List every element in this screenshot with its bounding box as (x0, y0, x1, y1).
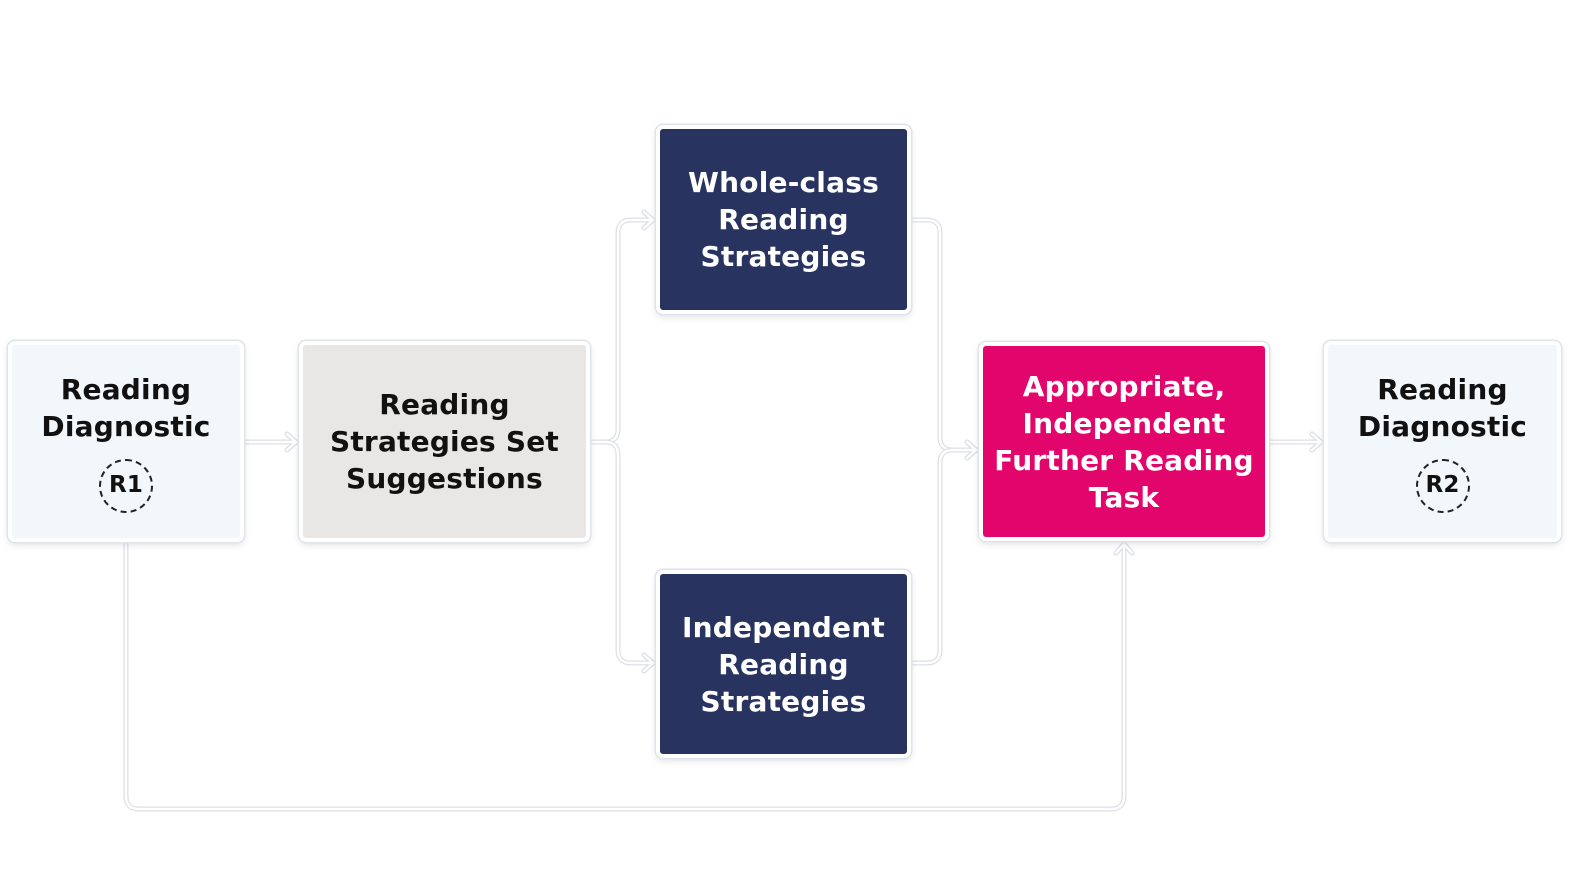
connector-whole-class-to-further-task (909, 218, 978, 452)
node-label: Reading Diagnostic (41, 372, 211, 443)
connector-suggestions-to-whole-class-outline (587, 217, 656, 445)
connector-independent-to-further-task (909, 448, 978, 665)
node-label: Reading Strategies Set Suggestions (329, 388, 559, 495)
connector-diagnostic-start-to-further-task-arrowhead (1114, 542, 1134, 555)
connector-independent-to-further-task-arrowhead (965, 440, 978, 460)
connector-suggestions-to-whole-class-arrowhead (642, 210, 655, 230)
node-independent-reading-strategies: Independent Reading Strategies (656, 570, 911, 758)
node-whole-class-reading-strategies: Whole-class Reading Strategies (656, 125, 911, 314)
node-reading-diagnostic-r1: Reading Diagnostic R1 (8, 341, 244, 542)
node-reading-strategies-set-suggestions: Reading Strategies Set Suggestions (299, 341, 590, 542)
connector-diagnostic-start-to-suggestions-arrowhead (285, 432, 298, 452)
node-label: Whole-class Reading Strategies (688, 166, 879, 273)
node-label: Appropriate, Independent Further Reading… (994, 369, 1254, 514)
connector-diagnostic-start-to-further-task (124, 540, 1126, 811)
connector-whole-class-to-further-task-outline (908, 217, 979, 453)
node-label: Reading Diagnostic (1357, 372, 1528, 443)
connector-suggestions-to-independent-arrowhead (642, 653, 655, 673)
badge-r2: R2 (1415, 458, 1470, 513)
connector-suggestions-to-independent (588, 440, 655, 665)
badge-r1: R1 (99, 458, 153, 513)
connector-further-task-to-diagnostic-end-arrowhead (1310, 432, 1323, 452)
node-label: Independent Reading Strategies (682, 610, 885, 718)
connector-suggestions-to-whole-class (588, 218, 655, 444)
connector-suggestions-to-independent-outline (587, 439, 656, 666)
connector-independent-to-further-task-outline (908, 447, 979, 666)
node-further-reading-task: Appropriate, Independent Further Reading… (979, 342, 1269, 541)
connector-diagnostic-start-to-further-task-outline (123, 539, 1127, 812)
node-reading-diagnostic-r2: Reading Diagnostic R2 (1324, 341, 1561, 542)
